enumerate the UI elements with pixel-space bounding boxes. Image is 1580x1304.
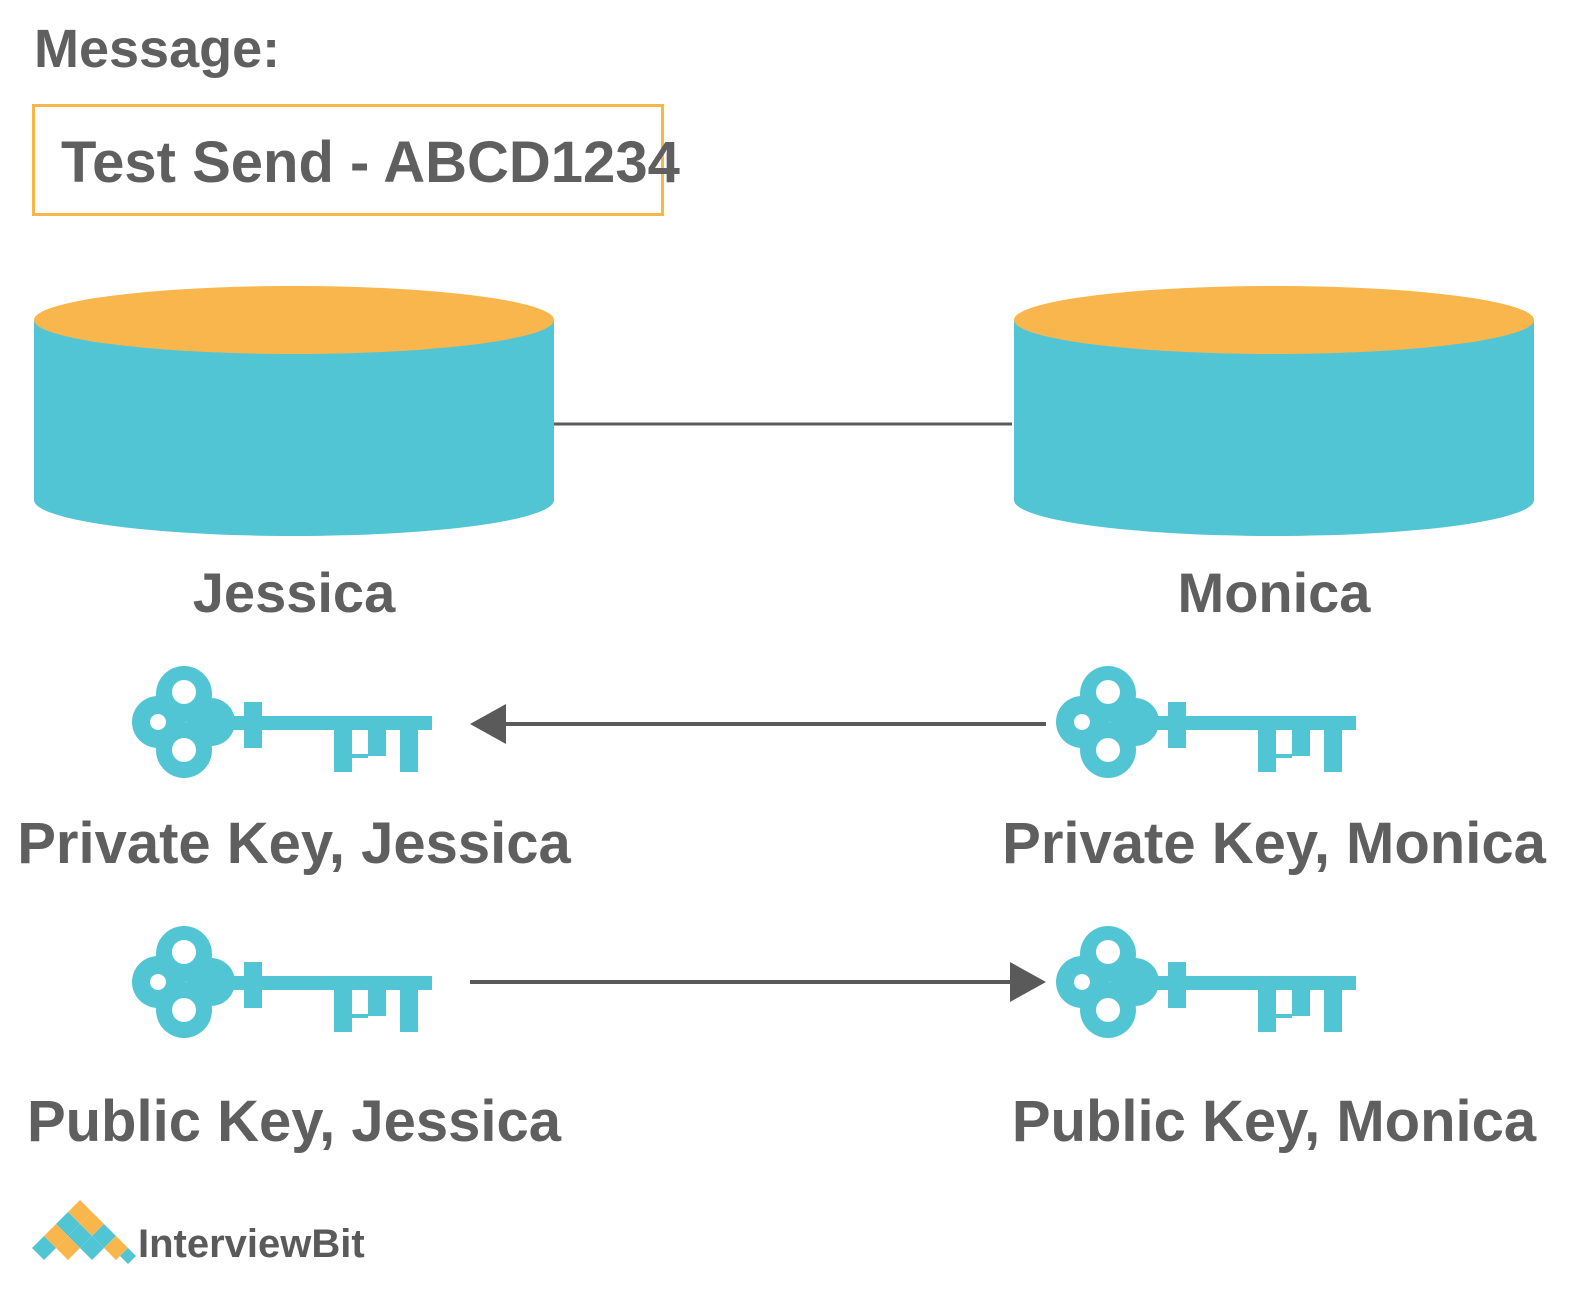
private-key-jessica-label: Private Key, Jessica [17,811,571,876]
message-text: Test Send - ABCD1234 [61,130,680,195]
message-heading: Message: [34,19,281,79]
brand-name: InterviewBit [138,1222,365,1266]
private-key-monica-label: Private Key, Monica [1002,811,1546,876]
monica-device-cylinder [1014,286,1534,536]
public-key-jessica-icon [132,926,432,1038]
jessica-device-cylinder [34,286,554,536]
private-key-arrow [470,704,1046,744]
interviewbit-logo-icon [32,1200,136,1264]
private-key-monica-icon [1056,666,1356,778]
public-key-monica-label: Public Key, Monica [1011,1089,1537,1154]
message-box: Test Send - ABCD1234 [32,104,680,216]
public-key-monica-icon [1056,926,1356,1038]
public-key-arrow [470,962,1046,1002]
jessica-label: Jessica [192,561,396,624]
private-key-jessica-icon [132,666,432,778]
monica-label: Monica [1177,561,1371,624]
public-key-jessica-label: Public Key, Jessica [26,1089,562,1154]
